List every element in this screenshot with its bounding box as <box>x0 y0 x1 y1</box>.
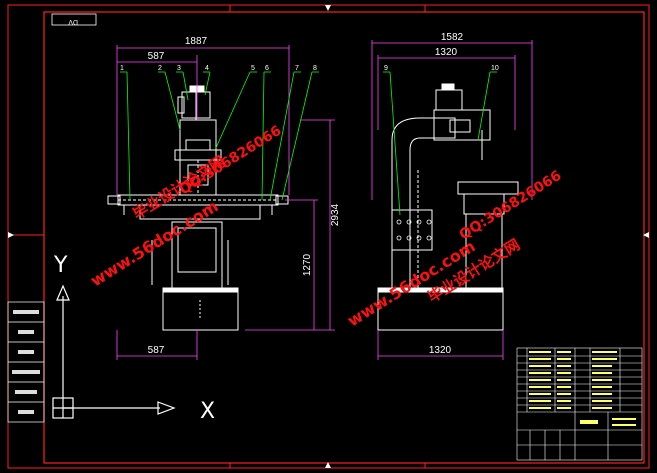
balloon-5: 5 <box>251 65 255 72</box>
side-dim-1582: 1582 <box>441 32 464 43</box>
side-dim-1320-top: 1320 <box>435 47 458 58</box>
side-leaders <box>383 71 497 216</box>
balloon-6: 6 <box>265 65 269 72</box>
front-column <box>171 221 223 289</box>
watermark-qq-left: QQ:306826066 <box>177 123 285 199</box>
side-stamp-glyphs <box>12 310 40 414</box>
side-dimensions <box>371 40 533 360</box>
side-view-holes <box>396 219 432 241</box>
center-mark-bottom <box>325 462 331 468</box>
side-motor <box>435 89 463 111</box>
balloon-1: 1 <box>120 65 124 72</box>
frame-ticks <box>8 5 649 468</box>
view-tag: DV <box>68 18 78 25</box>
side-view <box>377 83 519 331</box>
balloon-4: 4 <box>205 65 209 72</box>
balloon-3: 3 <box>177 65 181 72</box>
x-axis-label: X <box>200 399 215 424</box>
balloon-2: 2 <box>158 65 162 72</box>
front-dim-1270: 1270 <box>302 253 313 276</box>
title-block-glyphs <box>529 351 636 426</box>
center-mark-right <box>643 232 649 238</box>
balloon-7: 7 <box>295 65 299 72</box>
view-tag-box <box>51 13 97 26</box>
front-dim-587-top: 587 <box>148 51 165 62</box>
center-mark-left <box>8 232 14 238</box>
ucs-icon <box>52 284 176 419</box>
balloon-10: 10 <box>491 65 499 72</box>
front-head <box>179 119 217 196</box>
y-axis-label: Y <box>53 253 68 278</box>
front-dim-1887: 1887 <box>185 36 208 47</box>
balloon-9: 9 <box>384 65 388 72</box>
balloon-8: 8 <box>313 65 317 72</box>
watermark-qq-right: QQ:306826066 <box>457 168 565 244</box>
inner-frame <box>43 11 645 464</box>
front-balloons: 1 2 3 4 5 6 7 8 <box>120 65 317 72</box>
front-view <box>107 85 289 331</box>
front-dim-587-bottom: 587 <box>148 345 165 356</box>
outer-frame <box>7 4 650 469</box>
front-dimensions <box>116 45 335 360</box>
front-leaders <box>120 71 319 201</box>
side-stamp-table <box>7 301 45 423</box>
center-mark-top <box>325 5 331 11</box>
front-dim-2934: 2934 <box>330 203 341 226</box>
watermarks: www.56doc.com 毕业设计论文网 QQ:306826066 www.5… <box>87 123 564 331</box>
title-block <box>516 347 643 461</box>
side-table <box>457 181 519 195</box>
side-dim-1320-bottom: 1320 <box>429 345 452 356</box>
